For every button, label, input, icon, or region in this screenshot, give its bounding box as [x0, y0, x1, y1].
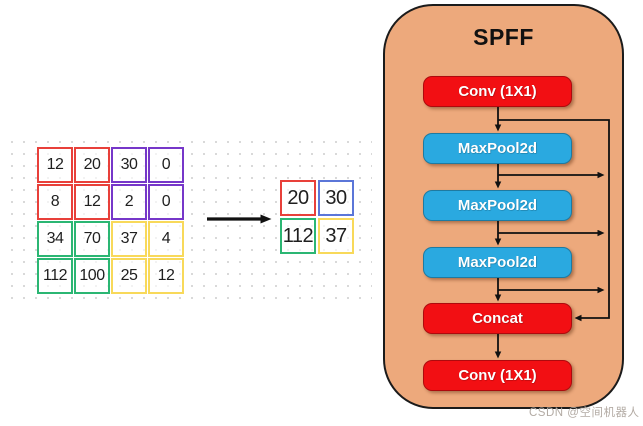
matrix-cell: 12	[148, 258, 184, 294]
matrix-cell: 8	[37, 184, 73, 220]
spff-node-conv2: Conv (1X1)	[423, 360, 572, 391]
spff-node-concat: Concat	[423, 303, 572, 334]
matrix-cell: 0	[148, 184, 184, 220]
watermark-text: CSDN @空间机器人	[529, 407, 640, 419]
matrix-cell: 37	[318, 218, 354, 254]
matrix-cell: 34	[37, 221, 73, 257]
matrix-cell: 2	[111, 184, 147, 220]
matrix-cell: 100	[74, 258, 110, 294]
spff-node-maxpool1: MaxPool2d	[423, 133, 572, 164]
matrix-cell: 12	[74, 184, 110, 220]
matrix-cell: 30	[111, 147, 147, 183]
matrix-cell: 70	[74, 221, 110, 257]
matrix-cell: 30	[318, 180, 354, 216]
spff-node-maxpool3: MaxPool2d	[423, 247, 572, 278]
matrix-cell: 12	[37, 147, 73, 183]
matrix-cell: 112	[37, 258, 73, 294]
matrix-cell: 0	[148, 147, 184, 183]
spff-node-maxpool2: MaxPool2d	[423, 190, 572, 221]
input-matrix: 12 20 30 0 8 12 2 0 34 70 37 4 112 100 2…	[37, 147, 184, 294]
spff-title: SPFF	[473, 24, 534, 50]
matrix-cell: 20	[280, 180, 316, 216]
matrix-cell: 20	[74, 147, 110, 183]
output-matrix: 20 30 112 37	[280, 180, 354, 254]
matrix-cell: 37	[111, 221, 147, 257]
matrix-cell: 112	[280, 218, 316, 254]
spff-node-conv1: Conv (1X1)	[423, 76, 572, 107]
matrix-cell: 25	[111, 258, 147, 294]
matrix-cell: 4	[148, 221, 184, 257]
